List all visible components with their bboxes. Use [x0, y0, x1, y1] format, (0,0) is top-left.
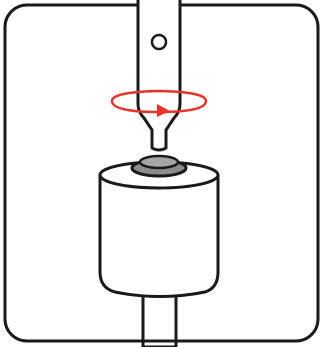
mounting-post — [141, 294, 178, 347]
cylinder-housing — [98, 160, 220, 298]
rotate-arrow-icon — [110, 89, 208, 117]
screwdriver-icon — [136, 0, 182, 152]
screw-head-icon — [130, 154, 188, 178]
